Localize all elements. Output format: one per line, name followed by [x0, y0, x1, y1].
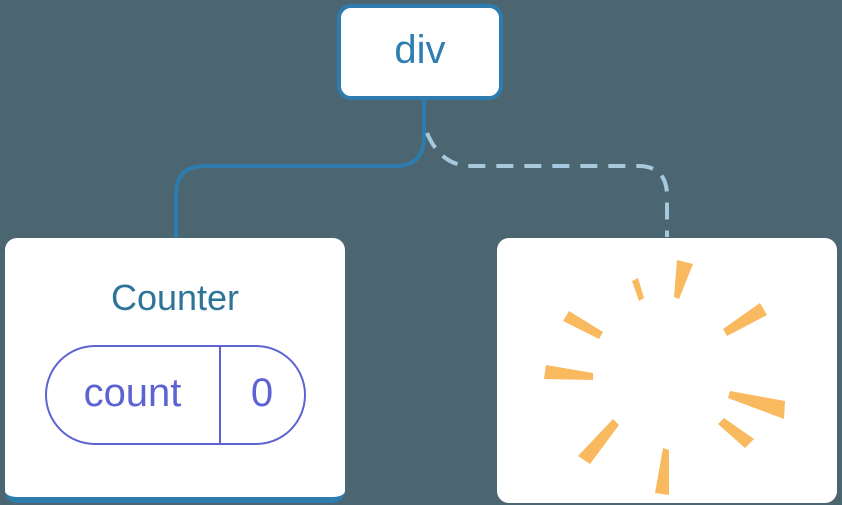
poof-ray: [728, 390, 785, 419]
poof-ray: [563, 310, 603, 339]
tree-node-div: div: [337, 4, 503, 100]
poof-ray: [718, 417, 754, 448]
state-value: 0: [250, 371, 274, 416]
poof-ray: [723, 302, 767, 336]
counter-card-title: Counter: [110, 277, 240, 318]
poof-starburst-icon: [544, 259, 785, 495]
removed-card: [497, 238, 837, 503]
poof-ray: [578, 418, 619, 464]
state-name: count: [83, 371, 182, 416]
node-label: div: [394, 28, 446, 72]
poof-ray: [674, 259, 693, 299]
poof-ray: [544, 364, 593, 380]
state-pill-key-cell: count: [47, 347, 219, 443]
counter-card: Counter count 0: [5, 238, 345, 503]
poof-ray: [632, 277, 644, 301]
poof-ray: [655, 447, 669, 495]
state-pill: count 0: [44, 345, 306, 446]
state-pill-value-cell: 0: [218, 347, 304, 444]
connector-solid-left: [174, 100, 426, 238]
connector-dashed-right: [425, 132, 669, 237]
